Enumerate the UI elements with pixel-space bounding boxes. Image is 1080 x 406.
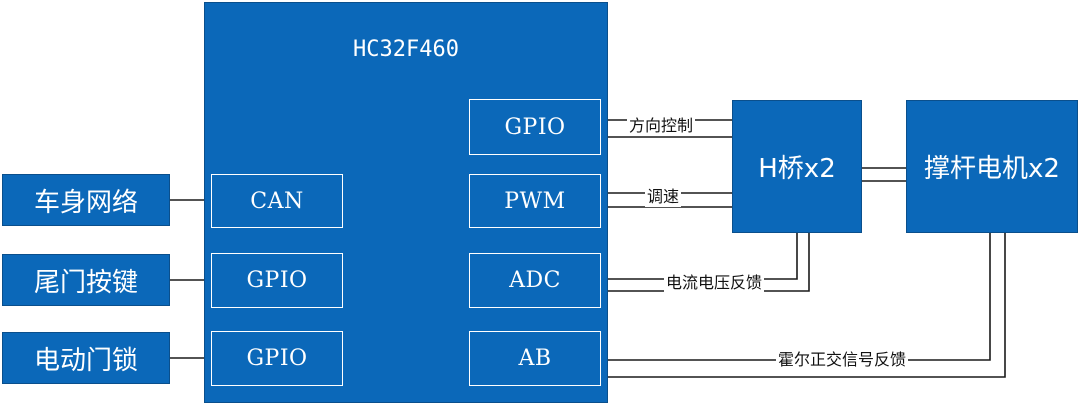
gpio-pin-label-lock: GPIO bbox=[246, 346, 308, 371]
motor-box: 撑杆电机x2 bbox=[906, 100, 1078, 233]
door-lock-box: 电动门锁 bbox=[2, 332, 170, 384]
adc-pin-label: ADC bbox=[509, 268, 561, 293]
body-network-box: 车身网络 bbox=[2, 174, 170, 226]
adc-pin-box: ADC bbox=[469, 253, 601, 308]
gpio-pin-box-lock: GPIO bbox=[211, 331, 343, 386]
gpio-pin-label-direction: GPIO bbox=[504, 114, 566, 140]
door-lock-label: 电动门锁 bbox=[33, 345, 138, 376]
can-pin-label: CAN bbox=[250, 188, 304, 214]
tailgate-button-label: 尾门按键 bbox=[33, 267, 138, 298]
can-pin-box: CAN bbox=[211, 174, 343, 228]
pwm-pin-box: PWM bbox=[469, 174, 601, 228]
line-hall-1 bbox=[601, 233, 991, 361]
tailgate-button-box: 尾门按键 bbox=[2, 254, 170, 306]
gpio-pin-box-direction: GPIO bbox=[469, 99, 601, 155]
gpio-pin-label-tailgate: GPIO bbox=[246, 268, 308, 293]
hall-feedback-label: 霍尔正交信号反馈 bbox=[776, 350, 909, 370]
direction-control-label: 方向控制 bbox=[627, 116, 696, 136]
body-network-label: 车身网络 bbox=[33, 187, 138, 218]
pwm-pin-label: PWM bbox=[504, 188, 566, 214]
mcu-title: HC32F460 bbox=[353, 37, 459, 62]
speed-control-label: 调速 bbox=[645, 187, 682, 207]
current-voltage-feedback-label: 电流电压反馈 bbox=[664, 273, 765, 293]
ab-pin-box: AB bbox=[469, 331, 601, 386]
gpio-pin-box-tailgate: GPIO bbox=[211, 253, 343, 308]
motor-label: 撑杆电机x2 bbox=[924, 154, 1060, 184]
h-bridge-box: H桥x2 bbox=[732, 100, 862, 233]
h-bridge-label: H桥x2 bbox=[758, 154, 836, 184]
ab-pin-label: AB bbox=[518, 346, 552, 371]
line-hall-2 bbox=[601, 233, 1006, 378]
